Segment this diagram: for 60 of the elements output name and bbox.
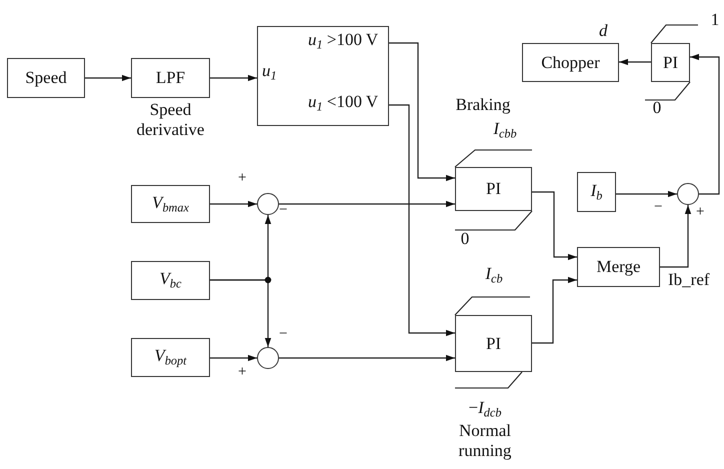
signal-arrow bbox=[210, 74, 257, 82]
block-label: V$_{bc}$ bbox=[160, 269, 182, 292]
block-label: Chopper bbox=[541, 52, 600, 72]
block-label: PI bbox=[662, 52, 678, 72]
block-label: u$_{1}$ bbox=[262, 62, 277, 84]
block-caption: Braking bbox=[454, 95, 512, 115]
sign-label: + bbox=[696, 204, 704, 220]
sign-label: − bbox=[279, 326, 288, 342]
block-caption: 0 bbox=[460, 229, 470, 249]
block-box bbox=[577, 247, 660, 287]
block-box bbox=[455, 167, 532, 211]
sign-label: + bbox=[238, 170, 246, 186]
block-caption: Speed derivative bbox=[136, 100, 206, 140]
signal-arrow bbox=[660, 205, 692, 268]
block-box bbox=[651, 43, 690, 82]
block-box bbox=[522, 43, 619, 82]
block-label: PI bbox=[486, 334, 502, 354]
signal-arrow bbox=[210, 279, 272, 347]
block-label: u$_{1}$ <100 V bbox=[308, 93, 378, 114]
block-box bbox=[257, 26, 389, 126]
block-box bbox=[577, 172, 616, 212]
signal-arrow bbox=[532, 276, 577, 344]
signal-arrow bbox=[210, 200, 257, 208]
sign-label: + bbox=[238, 364, 246, 380]
block-label: u$_{1}$ >100 V bbox=[308, 31, 378, 52]
signal-arrow bbox=[619, 58, 651, 66]
summing-junction bbox=[257, 347, 279, 369]
summing-junction bbox=[257, 193, 279, 215]
signal-arrow bbox=[279, 200, 455, 208]
block-label: LPF bbox=[156, 68, 186, 88]
block-caption: I$_{cb}$ bbox=[484, 264, 504, 286]
block-box bbox=[131, 338, 210, 377]
signal-arrow bbox=[389, 42, 455, 182]
block-label: V$_{bmax}$ bbox=[152, 192, 189, 216]
signal-arrow bbox=[690, 54, 720, 195]
edge-label: Ib_ref bbox=[668, 271, 710, 290]
block-label: PI bbox=[486, 179, 502, 199]
block-box bbox=[455, 315, 532, 372]
sign-label: − bbox=[654, 199, 662, 216]
signal-arrow bbox=[532, 191, 577, 260]
block-caption: 0 bbox=[652, 98, 662, 118]
block-box bbox=[7, 58, 85, 98]
summing-junction bbox=[677, 183, 699, 205]
block-label: Merge bbox=[596, 257, 641, 277]
block-caption: I$_{cbb}$ bbox=[492, 119, 518, 141]
block-label: Speed bbox=[25, 68, 67, 88]
block-caption: 1 bbox=[710, 10, 720, 30]
block-box bbox=[131, 261, 210, 300]
sign-label: − bbox=[279, 202, 288, 218]
block-box bbox=[131, 185, 210, 223]
signal-arrow bbox=[389, 104, 455, 336]
block-label: I$_{b}$ bbox=[590, 180, 602, 204]
signal-arrow bbox=[210, 354, 257, 362]
block-box bbox=[131, 58, 210, 98]
signal-arrow bbox=[279, 354, 455, 362]
signal-arrow bbox=[85, 74, 131, 82]
block-caption: −I$_{dcb}$ bbox=[468, 398, 502, 420]
block-label: V$_{bopt}$ bbox=[154, 346, 187, 369]
block-caption: Normal running bbox=[458, 421, 512, 460]
signal-arrow bbox=[616, 190, 677, 198]
